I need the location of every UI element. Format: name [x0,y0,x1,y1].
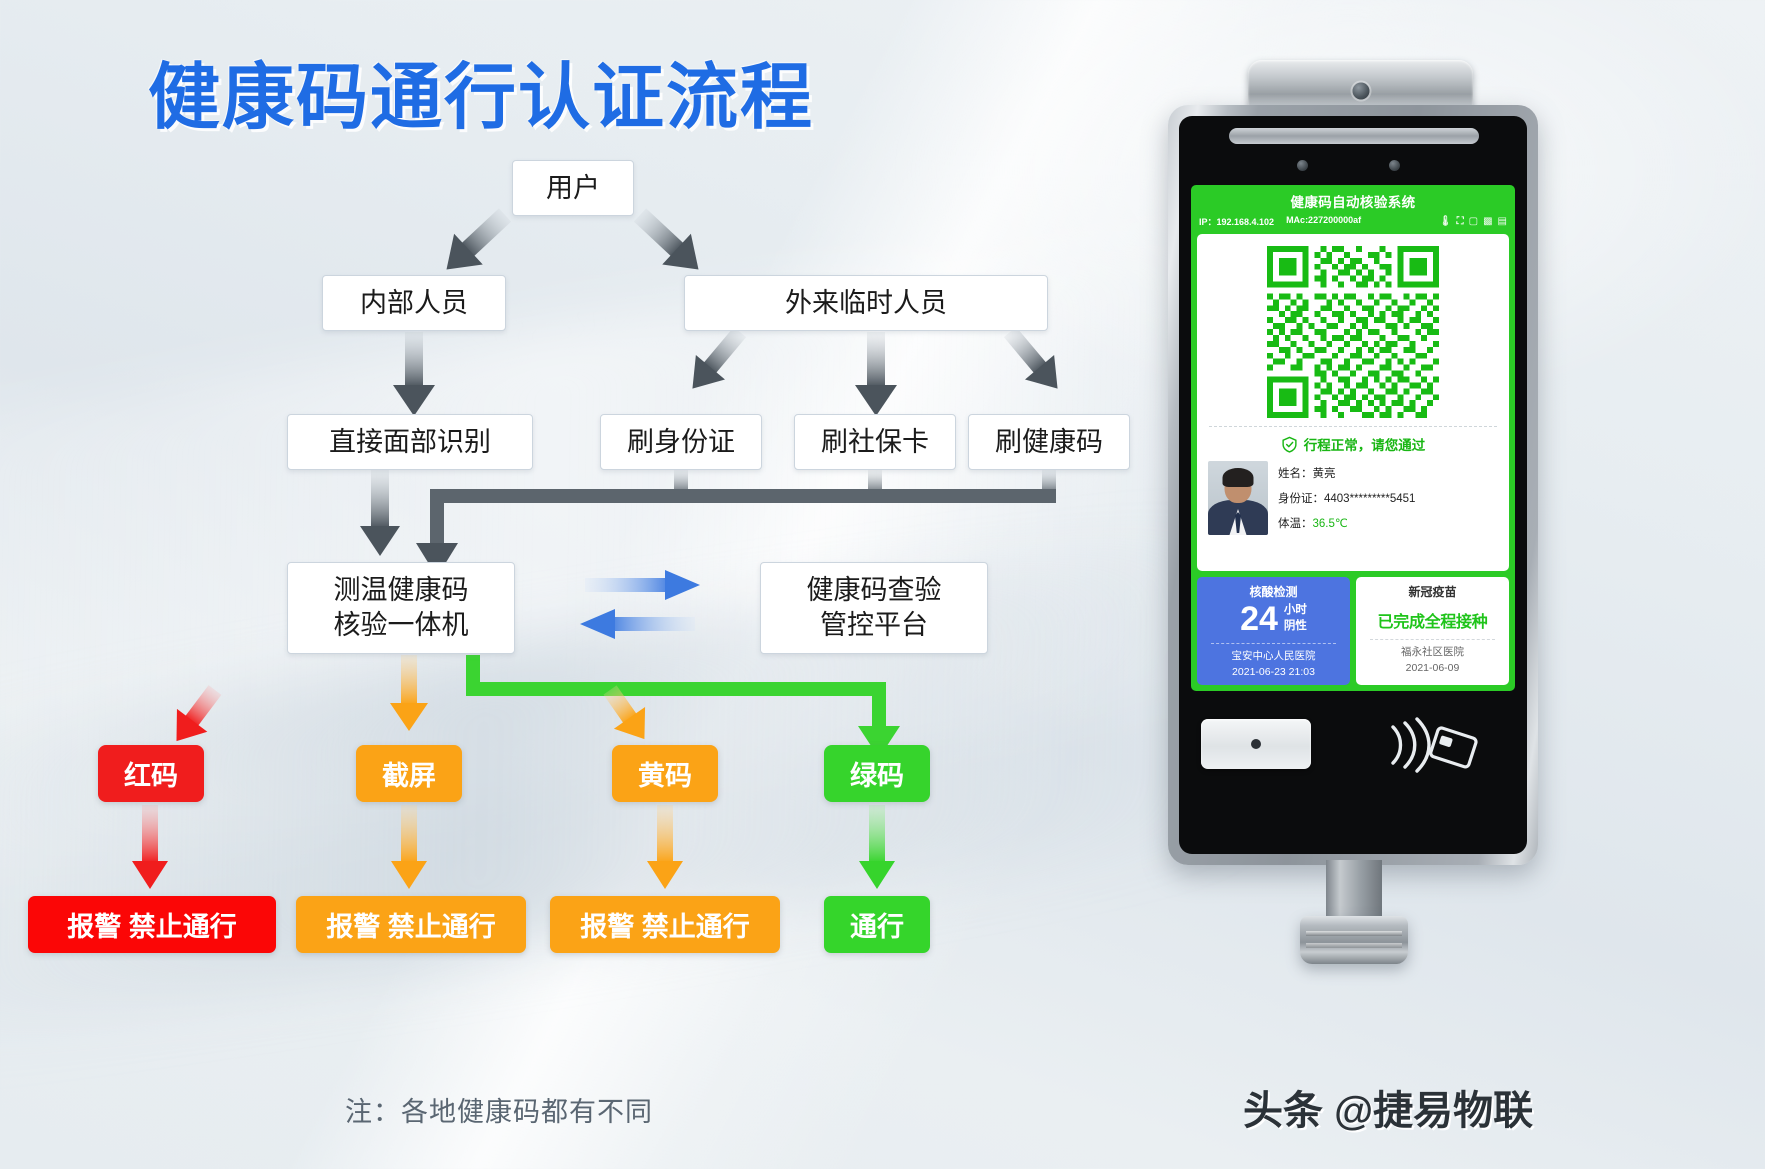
person-temp-value: 36.5℃ [1312,518,1348,530]
flow-node-scan-health-code[interactable]: 刷健康码 [968,414,1130,470]
ui-result-card: 行程正常，请您通过 姓名：黄亮 [1197,234,1509,571]
result-screenshot[interactable]: 报警 禁止通行 [296,896,526,953]
flow-node-external-visitor[interactable]: 外来临时人员 [684,275,1048,331]
device-speaker [1229,128,1479,144]
shield-check-icon [1282,436,1297,453]
device-neck [1326,860,1382,922]
person-name-label: 姓名： [1278,468,1313,480]
flow-node-face-recognition[interactable]: 直接面部识别 [287,414,533,470]
thermometer-icon: 🌡 [1438,215,1452,227]
pass-status: 行程正常，请您通过 [1205,434,1501,454]
flow-node-internal-staff[interactable]: 内部人员 [322,275,506,331]
nucleic-test-card[interactable]: 核酸检测 24 小时 阴性 宝安中心人民医院 2021-06-23 21:03 [1197,577,1350,685]
flow-node-label: 内部人员 [360,287,468,318]
person-name-value: 黄亮 [1312,468,1336,480]
person-name-row: 姓名：黄亮 [1278,465,1415,481]
flow-node-label: 测温健康码 核验一体机 [333,575,469,640]
nucleic-side: 小时 阴性 [1284,603,1307,634]
vaccine-hospital: 福永社区医院 [1401,646,1464,658]
chip-label: 绿码 [850,761,904,791]
footnote: 注：各地健康码都有不同 [345,1097,653,1127]
ui-header-meta: IP：192.168.4.102 MAc:227200000af 🌡 ⛶ ▢ ▩… [1197,215,1509,228]
flow-node-label: 刷身份证 [627,426,735,457]
face-scan-icon: ⛶ [1456,215,1464,227]
result-label: 通行 [850,912,904,942]
result-red-code[interactable]: 报警 禁止通行 [28,896,276,953]
id-card-reader[interactable] [1201,719,1311,769]
watermark: 头条 @捷易物联 [1243,1089,1534,1133]
vaccine-card[interactable]: 新冠疫苗 已完成全程接种 福永社区医院 2021-06-09 [1356,577,1509,685]
face-recognition-terminal: 健康码自动核验系统 IP：192.168.4.102 MAc:227200000… [1168,60,1538,964]
device-screen[interactable]: 健康码自动核验系统 IP：192.168.4.102 MAc:227200000… [1179,116,1527,854]
nucleic-result: 阴性 [1283,620,1307,632]
chip-green-code[interactable]: 绿码 [824,745,930,802]
person-temp-row: 体温：36.5℃ [1278,515,1415,531]
device-sensor-left [1297,160,1308,171]
flow-node-user[interactable]: 用户 [512,160,634,216]
person-info: 姓名：黄亮 身份证：4403*********5451 体温：36.5℃ [1205,461,1501,535]
qr-icon: ▩ [1483,215,1493,227]
qr-code [1267,246,1439,418]
chip-label: 黄码 [638,761,692,791]
ui-header-title: 健康码自动核验系统 [1290,195,1416,210]
chip-screenshot[interactable]: 截屏 [356,745,462,802]
device-body: 健康码自动核验系统 IP：192.168.4.102 MAc:227200000… [1168,105,1538,865]
card-divider [1209,426,1497,427]
ui-header: 健康码自动核验系统 IP：192.168.4.102 MAc:227200000… [1197,191,1509,228]
vaccine-title: 新冠疫苗 [1408,585,1457,599]
chip-label: 截屏 [382,761,436,791]
flow-node-control-platform[interactable]: 健康码查验 管控平台 [760,562,988,654]
flow-node-swipe-id-card[interactable]: 刷身份证 [600,414,762,470]
chip-yellow-code[interactable]: 黄码 [612,745,718,802]
nfc-icon [1391,717,1478,773]
chip-label: 红码 [124,761,178,791]
card-icon: ▤ [1497,215,1507,227]
pass-status-text: 行程正常，请您通过 [1303,438,1426,453]
nucleic-datetime: 2021-06-23 21:03 [1232,665,1315,678]
person-id-label: 身份证： [1278,493,1324,505]
result-label: 报警 禁止通行 [580,912,750,942]
person-id-value: 4403*********5451 [1324,493,1416,505]
verification-ui-panel: 健康码自动核验系统 IP：192.168.4.102 MAc:227200000… [1191,185,1515,691]
page-title: 健康码通行认证流程 [148,58,815,138]
ui-mac-label: MAc:227200000af [1286,215,1362,225]
result-yellow-code[interactable]: 报警 禁止通行 [550,896,780,953]
nucleic-hours-number: 24 [1240,600,1278,638]
avatar [1208,461,1268,535]
flow-node-label: 健康码查验 管控平台 [806,575,942,640]
person-id-row: 身份证：4403*********5451 [1278,490,1415,506]
ui-ip-label: IP：192.168.4.102 [1199,217,1275,227]
ui-bottom-cards: 核酸检测 24 小时 阴性 宝安中心人民医院 2021-06-23 21:03 [1197,577,1509,685]
flow-node-label: 刷社保卡 [821,426,929,457]
nucleic-main: 24 小时 阴性 [1240,602,1307,636]
nucleic-hospital: 宝安中心人民医院 [1231,650,1316,662]
qr-code-wrapper [1205,242,1501,424]
result-green-code[interactable]: 通行 [824,896,930,953]
flow-node-label: 外来临时人员 [785,287,947,318]
flow-node-label: 直接面部识别 [329,426,491,457]
result-label: 报警 禁止通行 [326,912,496,942]
flow-node-label: 用户 [546,172,600,203]
person-fields: 姓名：黄亮 身份证：4403*********5451 体温：36.5℃ [1278,461,1415,535]
flow-node-swipe-social-card[interactable]: 刷社保卡 [794,414,956,470]
nucleic-unit: 小时 [1283,604,1307,617]
nucleic-title: 核酸检测 [1249,585,1298,599]
result-label: 报警 禁止通行 [67,912,237,942]
flow-node-temperature-terminal[interactable]: 测温健康码 核验一体机 [287,562,515,654]
person-temp-label: 体温： [1278,518,1313,530]
device-base [1300,916,1408,964]
flow-node-label: 刷健康码 [995,426,1103,457]
ui-status-icons: 🌡 ⛶ ▢ ▩ ▤ [1438,215,1507,227]
chip-red-code[interactable]: 红码 [98,745,204,802]
chat-icon: ▢ [1468,215,1479,227]
device-sensor-right [1389,160,1400,171]
vaccine-status: 已完成全程接种 [1377,614,1488,631]
device-lower-panel [1191,701,1515,841]
vaccine-datetime: 2021-06-09 [1405,661,1460,674]
